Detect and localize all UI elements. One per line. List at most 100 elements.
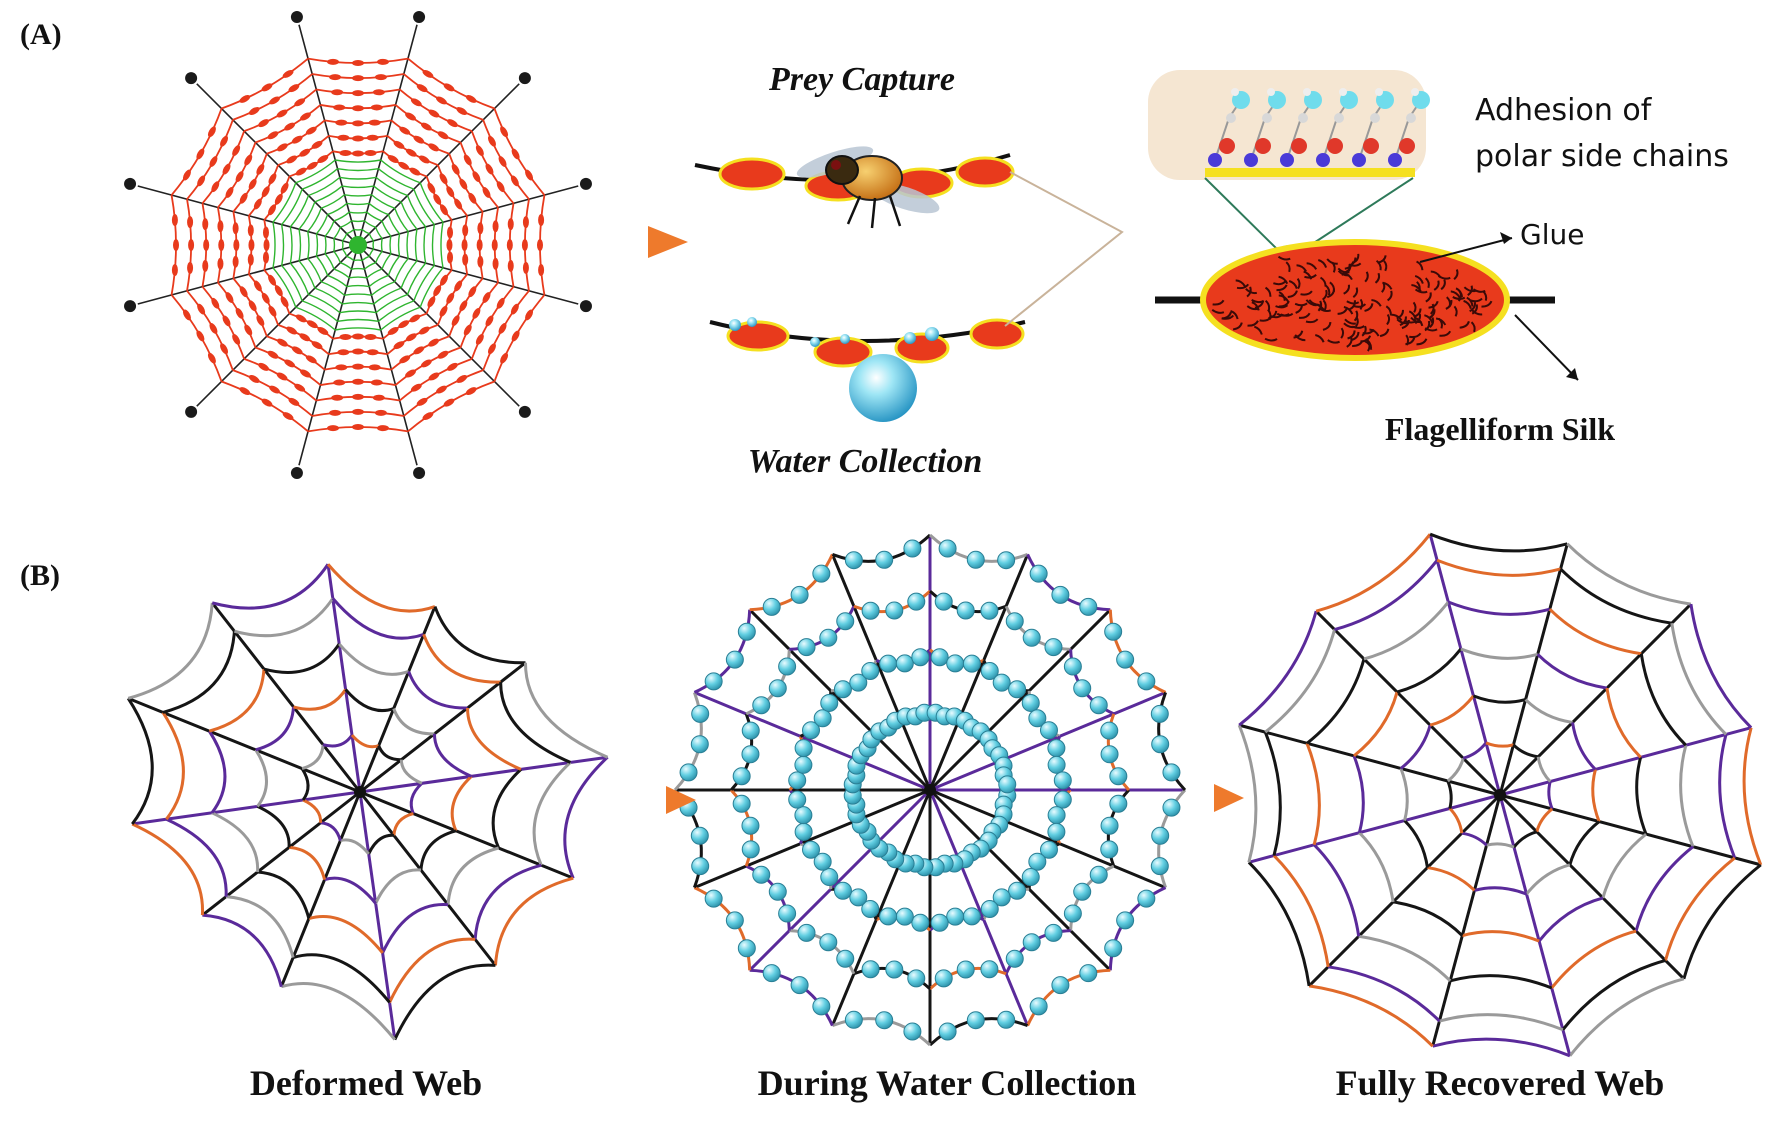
glue-bead xyxy=(472,171,481,183)
green-spiral-segment xyxy=(419,267,444,308)
spiral-thread xyxy=(165,817,228,897)
glue-bead xyxy=(488,343,496,355)
radial-thread xyxy=(127,696,361,794)
spiral-thread xyxy=(293,688,347,711)
green-spiral-segment xyxy=(344,293,372,296)
spiral-thread xyxy=(1403,819,1429,868)
glue-bead xyxy=(436,385,447,394)
water-droplet xyxy=(741,816,760,835)
glue-bead xyxy=(393,341,405,350)
green-spiral-segment xyxy=(342,248,348,257)
spiral-thread xyxy=(1399,724,1432,770)
glue-bead xyxy=(268,274,276,286)
hydrogen-atom xyxy=(1370,113,1380,123)
radial-thread xyxy=(929,788,1167,889)
green-spiral-segment xyxy=(272,222,276,268)
glue-bead xyxy=(488,135,496,147)
water-droplet xyxy=(797,923,816,942)
hydrogen-atom xyxy=(1298,113,1308,123)
spiral-thread xyxy=(1634,845,1694,932)
glue-bead xyxy=(248,178,257,190)
anchor-point xyxy=(124,177,137,190)
water-collection-label: Water Collection xyxy=(748,443,983,480)
green-spiral-segment xyxy=(339,310,377,314)
green-spiral-segment xyxy=(377,300,415,322)
water-droplet xyxy=(1116,911,1135,930)
glue-bead xyxy=(182,309,191,321)
glue-bead xyxy=(477,222,484,235)
spiral-thread xyxy=(301,744,325,771)
spiral-thread xyxy=(1392,900,1464,937)
spiral-thread xyxy=(1486,842,1515,849)
water-droplet xyxy=(1021,868,1040,887)
glue-bead xyxy=(459,178,468,190)
glue-bead xyxy=(268,204,276,216)
glue-bead xyxy=(197,303,206,315)
glue-bead xyxy=(459,300,468,312)
radial-thread xyxy=(132,790,361,826)
glue-spiral-segment xyxy=(493,294,546,382)
glue-bead xyxy=(317,155,329,163)
glue-bead xyxy=(476,239,483,251)
radial-thread xyxy=(748,788,932,972)
spiral-thread xyxy=(1447,600,1551,616)
radial-thread xyxy=(1238,723,1501,797)
spiral-thread xyxy=(1639,653,1687,747)
green-spiral-segment xyxy=(368,248,374,257)
green-spiral-segment xyxy=(315,233,319,257)
green-spiral-segment xyxy=(366,268,383,279)
spiral-thread xyxy=(326,563,436,613)
glue-bead xyxy=(182,169,191,181)
glue-bead xyxy=(294,383,306,392)
spiral-thread xyxy=(302,798,323,823)
glue-bead xyxy=(339,149,352,156)
green-spiral-segment xyxy=(368,233,374,242)
radial-thread xyxy=(928,553,1029,791)
water-droplet xyxy=(768,679,787,698)
spiral-thread xyxy=(491,768,522,849)
radial-thread xyxy=(1498,603,1692,797)
spiral-thread xyxy=(254,749,268,808)
spiral-thread xyxy=(1536,653,1608,690)
green-spiral-segment xyxy=(320,194,345,209)
green-spiral-segment xyxy=(324,253,335,270)
glue-bead xyxy=(485,163,494,175)
panel-b-label: (B) xyxy=(20,559,60,592)
green-spiral-segment xyxy=(333,251,341,263)
water-droplet xyxy=(741,745,760,764)
water-droplet xyxy=(1073,882,1092,901)
spiral-thread xyxy=(1568,977,1685,1057)
green-spiral-segment xyxy=(272,267,297,308)
hydrogen-atom xyxy=(1262,113,1272,123)
green-spiral-segment xyxy=(394,258,409,283)
green-spiral-segment xyxy=(289,262,310,295)
glue-bead xyxy=(352,120,364,127)
glue-bead xyxy=(372,394,385,401)
spiral-thread xyxy=(433,606,526,665)
water-droplet xyxy=(930,913,949,932)
spiral-thread xyxy=(1670,622,1728,736)
water-droplet xyxy=(879,654,898,673)
glue-bead xyxy=(405,369,416,378)
glue-bead xyxy=(253,280,262,292)
glue-bead xyxy=(461,239,468,251)
water-droplet xyxy=(704,889,723,908)
glue-bead xyxy=(261,292,270,304)
water-droplet xyxy=(1028,852,1047,871)
glue-bead xyxy=(428,143,440,152)
spiral-thread xyxy=(1427,866,1476,892)
glue-bead xyxy=(498,156,507,167)
green-spiral-segment xyxy=(307,231,310,259)
green-spiral-segment xyxy=(346,229,355,235)
radial-thread xyxy=(1248,793,1501,864)
water-droplet xyxy=(1137,672,1156,691)
spiral-thread xyxy=(1238,610,1318,727)
green-spiral-segment xyxy=(295,159,336,184)
spiral-thread xyxy=(1559,567,1673,625)
radial-thread xyxy=(357,244,520,407)
glue-bead xyxy=(427,296,436,308)
water-droplet xyxy=(725,911,744,930)
green-spiral-segment xyxy=(371,194,396,209)
green-spiral-segment xyxy=(381,220,392,237)
glue-bead xyxy=(256,315,265,327)
